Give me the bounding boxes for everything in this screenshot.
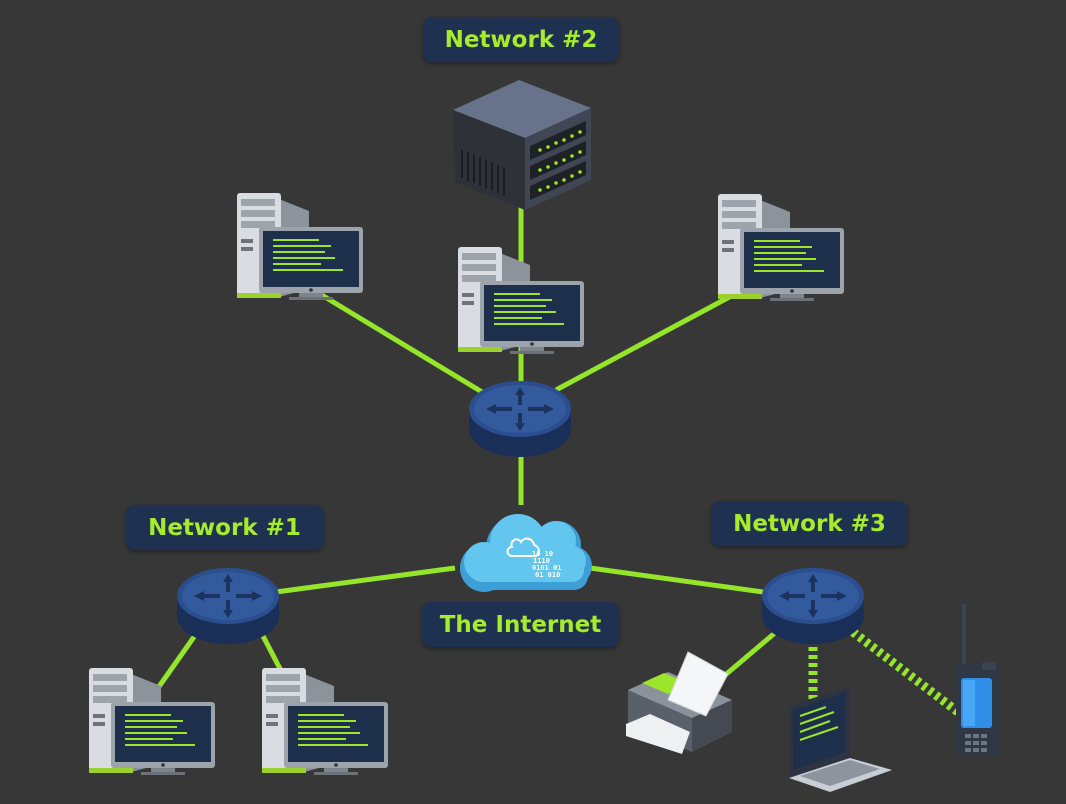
- link-router3-printer: [722, 630, 778, 678]
- laptop-icon: [789, 686, 892, 792]
- rack-server-icon: [453, 80, 591, 210]
- router-icon: [762, 568, 864, 644]
- cloud-binary-line: 10 10: [532, 550, 553, 558]
- mobile-phone-icon: [956, 604, 1000, 756]
- router-icon: [177, 568, 279, 644]
- cloud-binary-line: 1110: [533, 557, 550, 565]
- cloud-binary-line: 0101 01: [532, 564, 562, 572]
- desktop-computer-icon: [89, 668, 215, 775]
- link-workstation-right-router2: [554, 291, 737, 393]
- network-links: [155, 205, 778, 690]
- cloud-icon: 10 10 1110 0101 01 01 010: [460, 514, 592, 592]
- desktop-computer-icon: [237, 193, 363, 300]
- network-3-label: Network #3: [711, 501, 908, 546]
- wireless-link-phone: [850, 628, 961, 716]
- cloud-binary-line: 01 010: [535, 571, 560, 579]
- link-cloud-router3: [589, 565, 771, 596]
- router-icon: [469, 381, 571, 457]
- printer-icon: [626, 651, 732, 754]
- desktop-computer-icon: [262, 668, 388, 775]
- link-cloud-router1: [275, 565, 456, 595]
- desktop-computer-icon: [718, 194, 844, 301]
- link-workstation-left-router2: [318, 291, 484, 395]
- desktop-computer-icon: [458, 247, 584, 354]
- network-2-label: Network #2: [423, 17, 619, 62]
- network-1-label: Network #1: [126, 505, 323, 550]
- internet-label: The Internet: [422, 602, 619, 647]
- wireless-links: [808, 628, 961, 716]
- link-router1-ws-a: [155, 632, 199, 690]
